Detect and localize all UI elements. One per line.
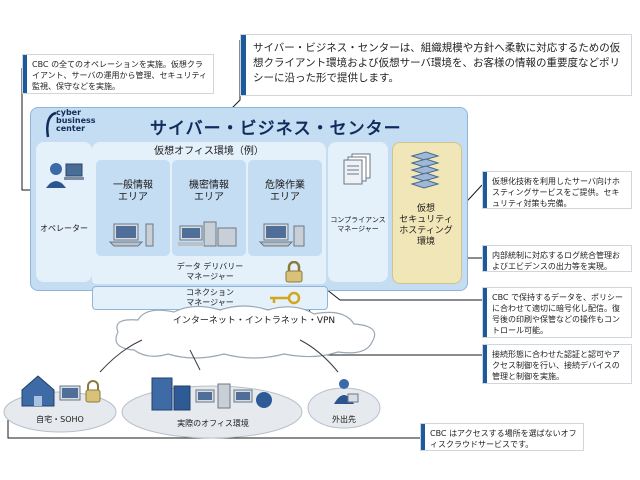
- operator-icon: [46, 163, 84, 188]
- server-rack-icon: [410, 151, 440, 189]
- home-soho-label: 自宅・SOHO: [36, 415, 84, 424]
- connection-manager-label: コネクション マネージャー: [160, 288, 260, 308]
- cbc-logo: cyber business center: [44, 109, 100, 141]
- hazardous-work-area-suffix: エリア: [270, 192, 300, 203]
- main-title: サイバー・ビジネス・センター: [150, 119, 402, 139]
- data-delivery-manager-title: データ デリバリー: [176, 262, 244, 271]
- compliance-manager-label: コンプライアンス マネージャー: [328, 216, 388, 234]
- logo-line-3: center: [56, 124, 86, 133]
- internet-label: インターネット・イントラネット・VPN: [172, 316, 336, 326]
- hosting-label-line-1: 仮想: [416, 204, 435, 214]
- operator-panel: [36, 142, 92, 282]
- connection-manager-title: コネクション: [186, 288, 234, 297]
- lock-icon: [285, 261, 303, 283]
- mobile-worker-icon: [334, 379, 359, 404]
- connection-manager-suffix: マネージャー: [186, 298, 234, 307]
- data-delivery-manager-suffix: マネージャー: [186, 272, 234, 281]
- real-office-label: 実際のオフィス環境: [177, 419, 249, 428]
- cloud-service-callout: CBC はアクセスする場所を選ばないオフィスクラウドサービスです。: [420, 423, 584, 451]
- compliance-callout: 内部統制に対応するログ統合管理およびエビデンスの出力等を実現。: [482, 245, 632, 272]
- general-info-area-title: 一般情報: [113, 180, 153, 191]
- compliance-manager-title: コンプライアンス: [330, 216, 386, 224]
- general-info-area-suffix: エリア: [118, 192, 148, 203]
- confidential-info-area-label: 機密情報 エリア: [172, 180, 246, 204]
- office-building-icons: [151, 377, 272, 411]
- hazardous-work-area-label: 危険作業 エリア: [248, 180, 322, 204]
- compliance-manager-suffix: マネージャー: [337, 225, 379, 233]
- key-icon: [270, 291, 301, 305]
- confidential-info-area-suffix: エリア: [194, 192, 224, 203]
- home-office-icons: [21, 375, 101, 407]
- laptop-icon: [108, 223, 154, 247]
- hosting-label-line-4: 環境: [416, 237, 435, 247]
- document-stack-icon: [343, 153, 371, 185]
- center-description-callout: サイバー・ビジネス・センターは、組織規模や方針へ柔軟に対応するための仮想クライア…: [240, 34, 632, 96]
- cloud-icon: [115, 305, 376, 359]
- logo-mark-icon: [46, 111, 57, 138]
- general-info-area-label: 一般情報 エリア: [96, 180, 170, 204]
- operator-label: オペレーター: [40, 224, 88, 233]
- desktop-workstations-icon: [178, 221, 237, 247]
- hosting-label-line-2: セキュリティ: [399, 215, 453, 225]
- hosting-label-line-3: ホスティング: [399, 226, 453, 236]
- hazardous-work-area-title: 危険作業: [265, 180, 305, 191]
- confidential-info-area-title: 機密情報: [189, 180, 229, 191]
- operations-callout: CBC の全てのオペレーションを実施。仮想クライアント、サーバの運用から管理、セ…: [22, 54, 214, 94]
- connection-callout: 接続形態に合わせた認証と認可やアクセス制御を行い、接続デバイスの管理と制御を実施…: [482, 344, 632, 384]
- logo-line-2: business: [56, 116, 96, 125]
- outside-label: 外出先: [332, 415, 356, 424]
- logo-line-1: cyber: [56, 108, 82, 117]
- laptop-server-icon: [258, 223, 305, 247]
- hosting-callout: 仮想化技術を利用したサーバ向けホスティングサービスをご提供。セキュリティ対策も完…: [482, 171, 632, 209]
- data-delivery-callout: CBC で保持するデータを、ポリシーに合わせて適切に暗号化し配信。復号後の印刷や…: [482, 287, 632, 338]
- data-delivery-manager-bar: [92, 262, 326, 284]
- hosting-label: 仮想 セキュリティ ホスティング 環境: [392, 204, 460, 248]
- data-delivery-manager-label: データ デリバリー マネージャー: [160, 262, 260, 282]
- virtual-office-label: 仮想オフィス環境（例）: [154, 146, 264, 157]
